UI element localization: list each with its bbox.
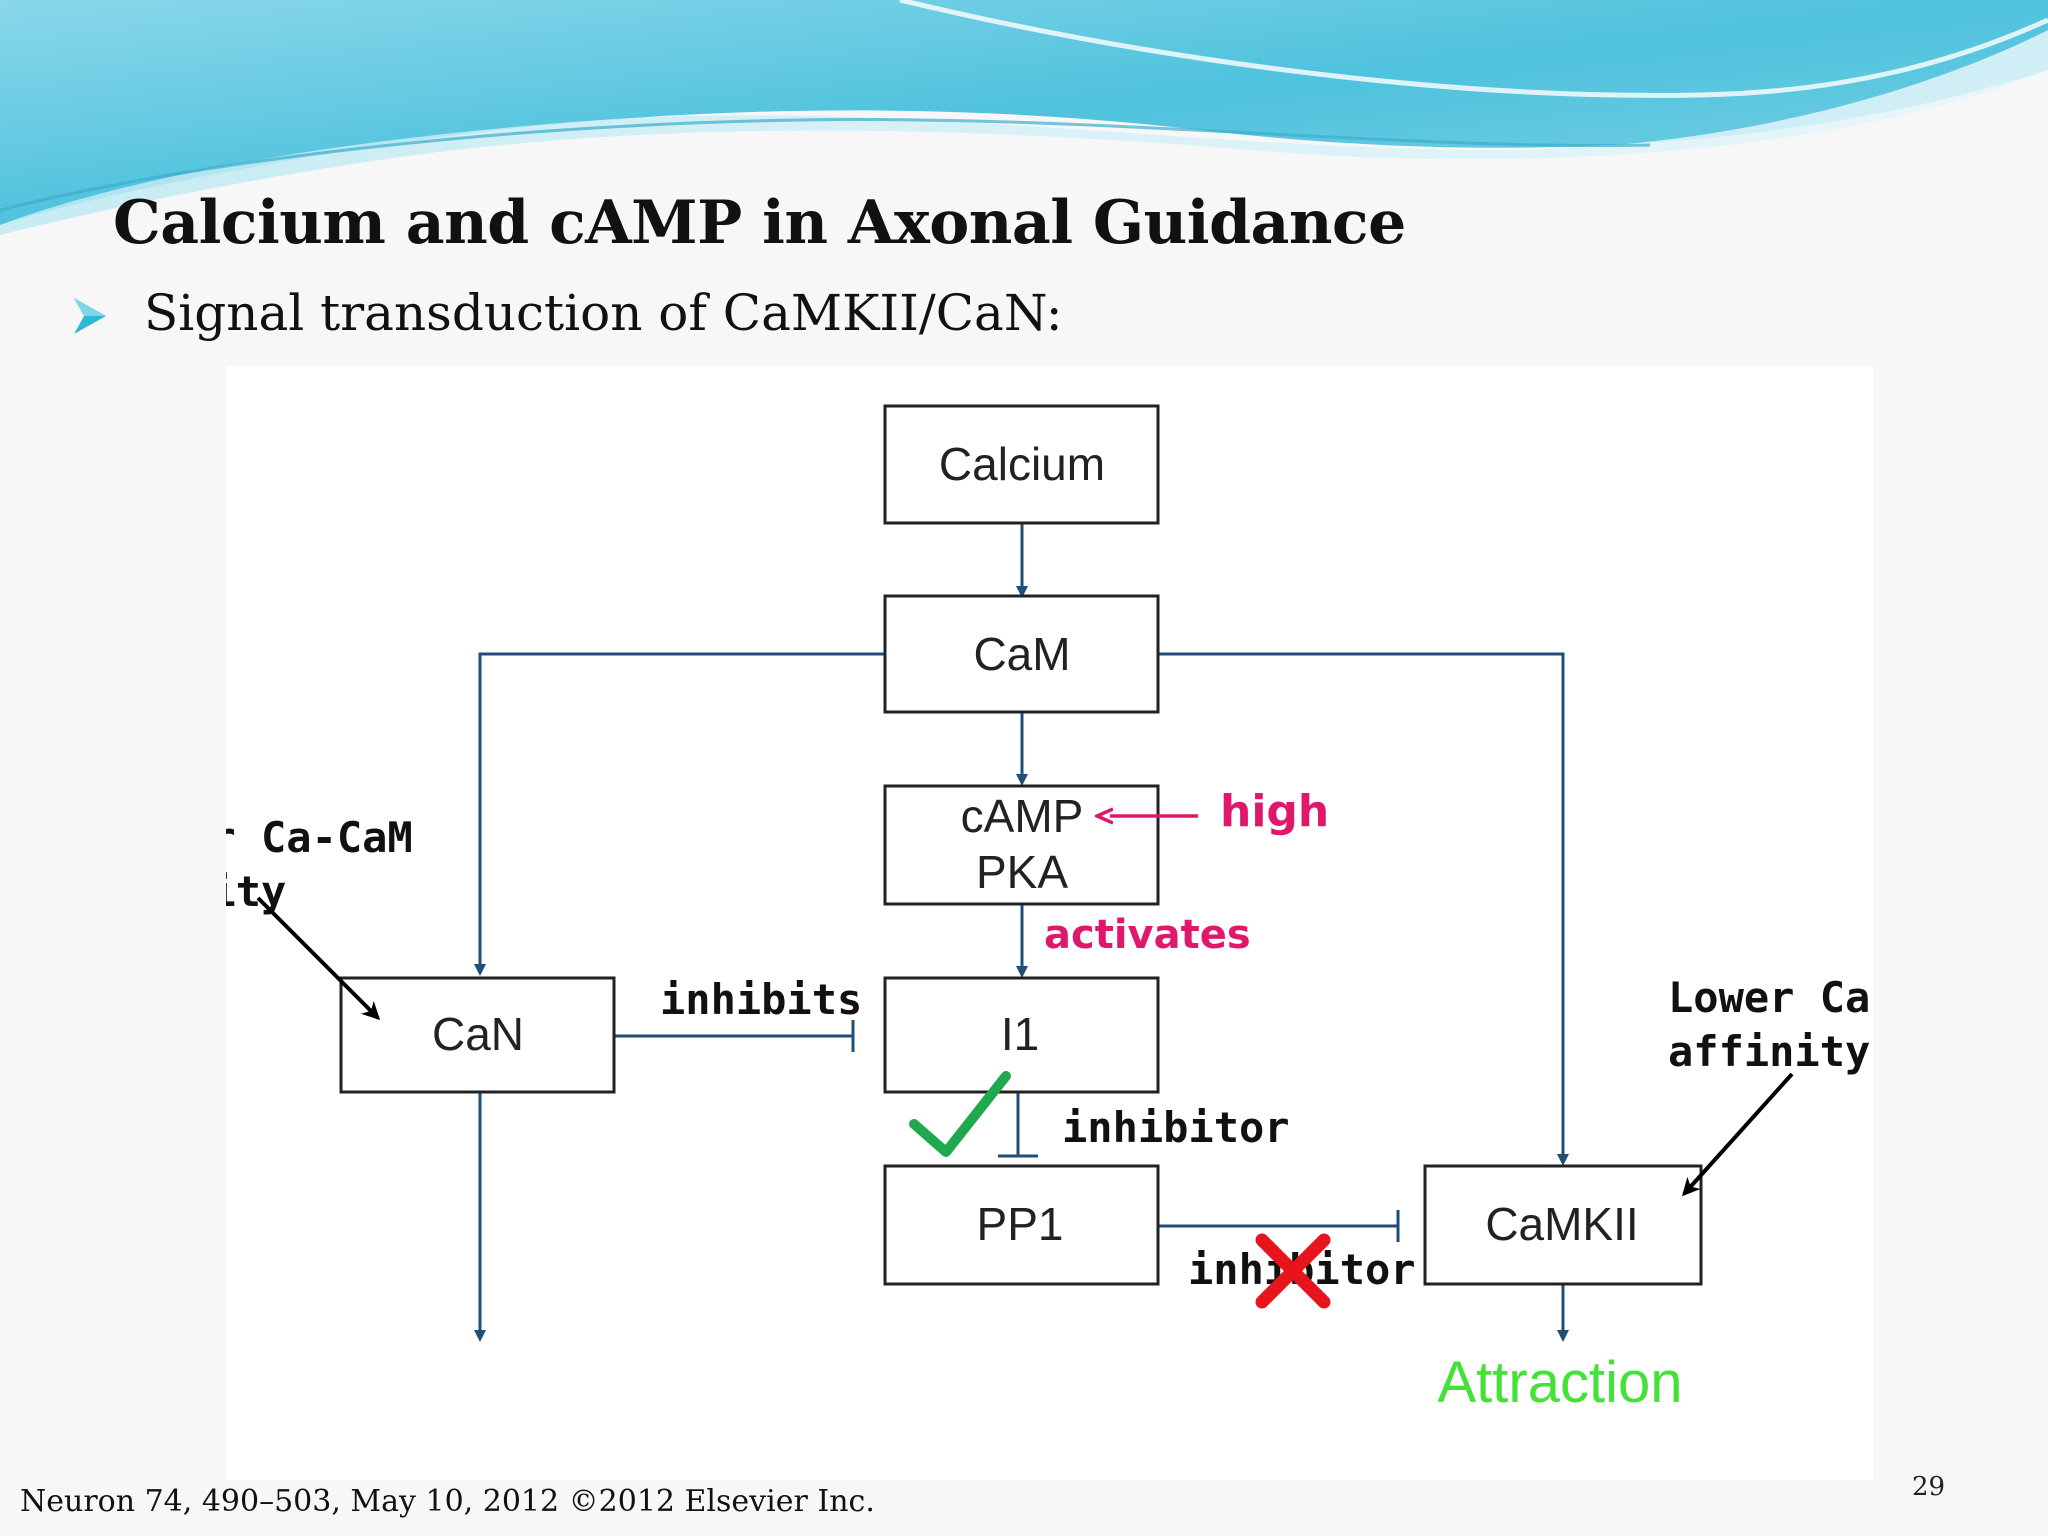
higher-affinity-line1: Higher Ca-CaM (226, 813, 413, 862)
pp1-label: PP1 (977, 1198, 1064, 1250)
page-number: 29 (1912, 1472, 1946, 1502)
cam-label: CaM (973, 628, 1070, 680)
higher-affinity-line2: affinity (226, 867, 286, 916)
pka-label: PKA (976, 846, 1068, 898)
cross-mark-icon (1255, 1233, 1331, 1309)
box-calcium (883, 404, 1160, 525)
node-boxes (339, 404, 1703, 1286)
citation-footer: Neuron 74, 490–503, May 10, 2012 ©2012 E… (20, 1484, 875, 1519)
i1-label: I1 (1001, 1008, 1039, 1060)
connectors (474, 524, 1569, 1342)
lower-affinity-arrow (1681, 1072, 1794, 1197)
diagram-panel: Calcium CaM cAMP PKA CaN I1 PP1 CaMKII i… (226, 366, 1873, 1480)
inhibitor-label: inhibitor (1062, 1103, 1290, 1152)
header-wave-decoration (0, 0, 2048, 235)
check-mark-icon (909, 1071, 1011, 1157)
camp-label: cAMP (961, 790, 1084, 842)
lower-affinity-line1: Lower Ca-CaM (1668, 973, 1873, 1022)
slide-title: Calcium and cAMP in Axonal Guidance (113, 188, 1406, 258)
lower-affinity-line2: affinity (1668, 1027, 1870, 1076)
can-label: CaN (432, 1008, 524, 1060)
high-label: high (1220, 786, 1329, 837)
higher-affinity-arrow (256, 896, 381, 1021)
box-can (339, 976, 616, 1094)
camkii-label: CaMKII (1485, 1198, 1638, 1250)
box-cam (883, 594, 1160, 714)
arrow-cam-to-camkii (1158, 652, 1569, 1166)
box-i1 (883, 976, 1160, 1094)
box-pp1 (883, 1164, 1160, 1286)
inhibits-label: inhibits (660, 975, 862, 1024)
arrow-bullet-icon (74, 298, 106, 334)
arrow-cam-to-can (474, 652, 885, 976)
bullet-text: Signal transduction of CaMKII/CaN: (144, 284, 1063, 342)
box-camkii (1423, 1164, 1703, 1286)
attraction-label: Attraction (1438, 1350, 1683, 1415)
activates-label: activates (1044, 912, 1251, 958)
signal-transduction-diagram: Calcium CaM cAMP PKA CaN I1 PP1 CaMKII i… (226, 404, 1873, 1415)
box-camp-pka (883, 784, 1160, 906)
calcium-label: Calcium (939, 438, 1105, 490)
